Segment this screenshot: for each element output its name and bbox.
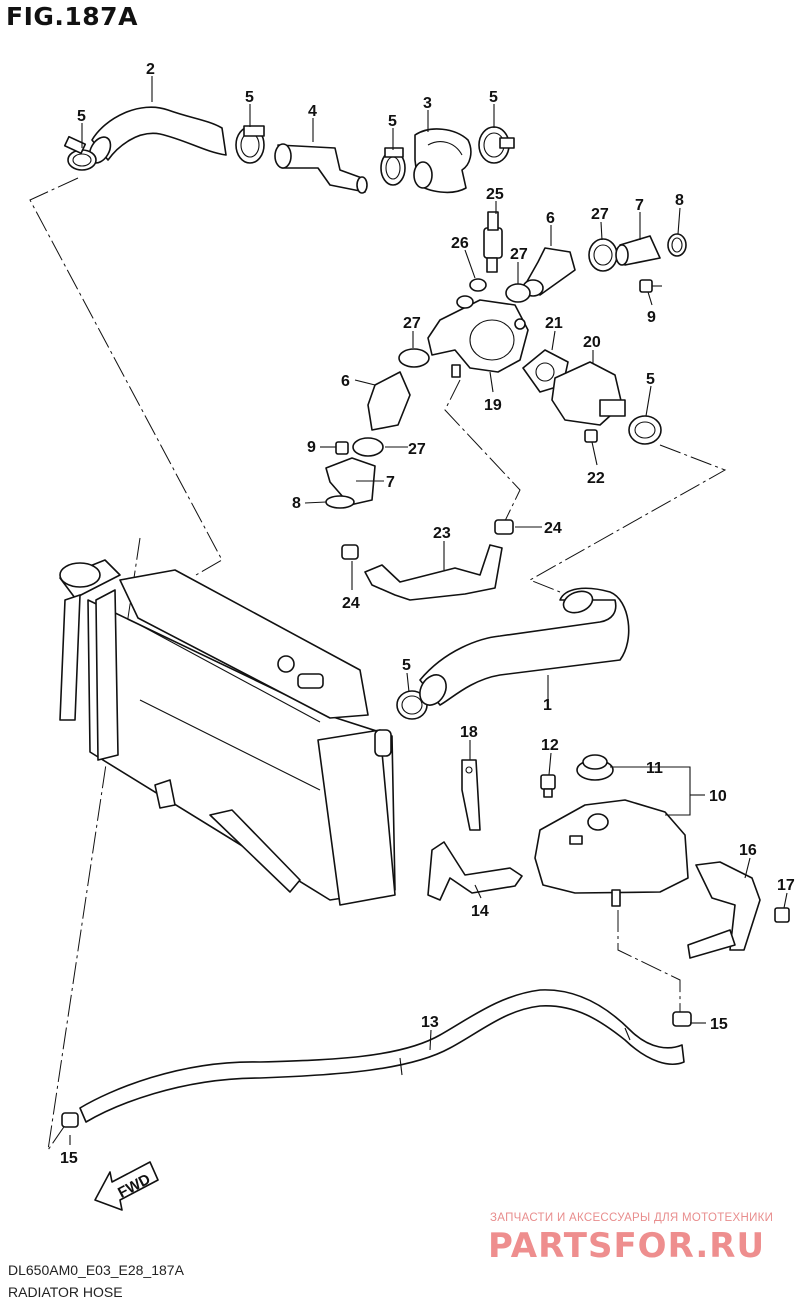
callout-27: 27 [591,206,609,223]
hose-6a [522,247,576,297]
housing-19 [427,295,529,378]
callout-7: 7 [635,197,644,214]
callout-15: 15 [710,1016,728,1033]
hose-13 [79,989,685,1123]
callout-11: 11 [646,760,663,777]
drawing-code: DL650AM0_E03_E28_187A [8,1262,184,1278]
callout-24: 24 [544,520,562,537]
callout-5: 5 [402,657,411,674]
clip-24b [494,519,514,535]
callout-24: 24 [342,595,360,612]
pipe-4 [274,143,368,194]
sensor-25 [483,211,503,273]
o-ring-8b [325,495,355,509]
callout-10: 10 [709,788,727,805]
hose-2 [88,106,227,164]
callout-5: 5 [646,371,655,388]
callout-6: 6 [546,210,555,227]
callout-17: 17 [777,877,795,894]
clip-15a [672,1011,692,1027]
callout-26: 26 [451,235,469,252]
callout-7: 7 [386,474,395,491]
fwd-arrow: FWD [94,1161,159,1211]
fitting-7a [615,235,661,266]
callout-23: 23 [433,525,451,542]
callout-8: 8 [292,495,301,512]
callout-27: 27 [403,315,421,332]
watermark-brand: PARTSFOR.RU [488,1226,766,1266]
bolt-9b [335,441,349,455]
callout-27: 27 [510,246,528,263]
callout-5: 5 [489,89,498,106]
clamp-5f [396,690,428,720]
callout-16: 16 [739,842,757,859]
callout-1: 1 [543,697,552,714]
clip-15b [61,1112,79,1128]
cover-20 [551,361,626,426]
fitting-7b [325,457,376,506]
callout-5: 5 [245,89,254,106]
bolt-22 [584,429,598,443]
drawing-caption: RADIATOR HOSE [8,1284,123,1300]
callout-14: 14 [471,903,489,920]
clamp-5b [235,125,265,164]
callout-3: 3 [423,95,432,112]
watermark-tagline: ЗАПЧАСТИ И АКСЕССУАРЫ ДЛЯ МОТОТЕХНИКИ [490,1212,774,1224]
cap-11 [576,754,614,781]
clamp-5e [628,415,662,445]
clamp-5c [380,147,406,186]
holder-18 [461,759,481,831]
clamp-27a [588,238,618,272]
bolt-12 [540,774,556,798]
callout-25: 25 [486,186,504,203]
callout-22: 22 [587,470,605,487]
hose-23 [364,544,503,601]
callout-5: 5 [388,113,397,130]
hose-14 [427,841,523,901]
o-ring-8a [667,233,687,257]
callout-2: 2 [146,61,155,78]
callout-13: 13 [421,1014,439,1031]
clamp-27b [505,283,531,303]
hose-6b [367,371,411,431]
hose-3 [413,128,472,194]
clamp-5a [63,135,97,171]
figure-title: FIG.187A [6,2,138,31]
callout-12: 12 [541,737,559,754]
clamp-5d [478,126,515,164]
callout-21: 21 [545,315,563,332]
callout-4: 4 [308,103,317,120]
clamp-27d [352,437,384,457]
callout-27: 27 [408,441,426,458]
bolt-9a [639,279,662,293]
callout-8: 8 [675,192,684,209]
clamp-27c [398,348,430,368]
callout-leaders [69,76,788,1145]
clip-24a [341,544,359,560]
bracket-16 [687,861,761,959]
callout-20: 20 [583,334,601,351]
callout-19: 19 [484,397,502,414]
callout-15: 15 [60,1150,78,1167]
callout-9: 9 [307,439,316,456]
washer-26 [469,278,487,292]
radiator [59,559,396,906]
callout-6: 6 [341,373,350,390]
callout-9: 9 [647,309,656,326]
bolt-17 [774,907,790,923]
callout-18: 18 [460,724,478,741]
hose-1 [419,587,630,706]
callout-5: 5 [77,108,86,125]
reservoir-tank-10 [534,799,689,907]
callout-labels: 2 5 5 4 5 3 5 25 26 27 6 27 7 8 9 27 21 … [60,61,795,1167]
